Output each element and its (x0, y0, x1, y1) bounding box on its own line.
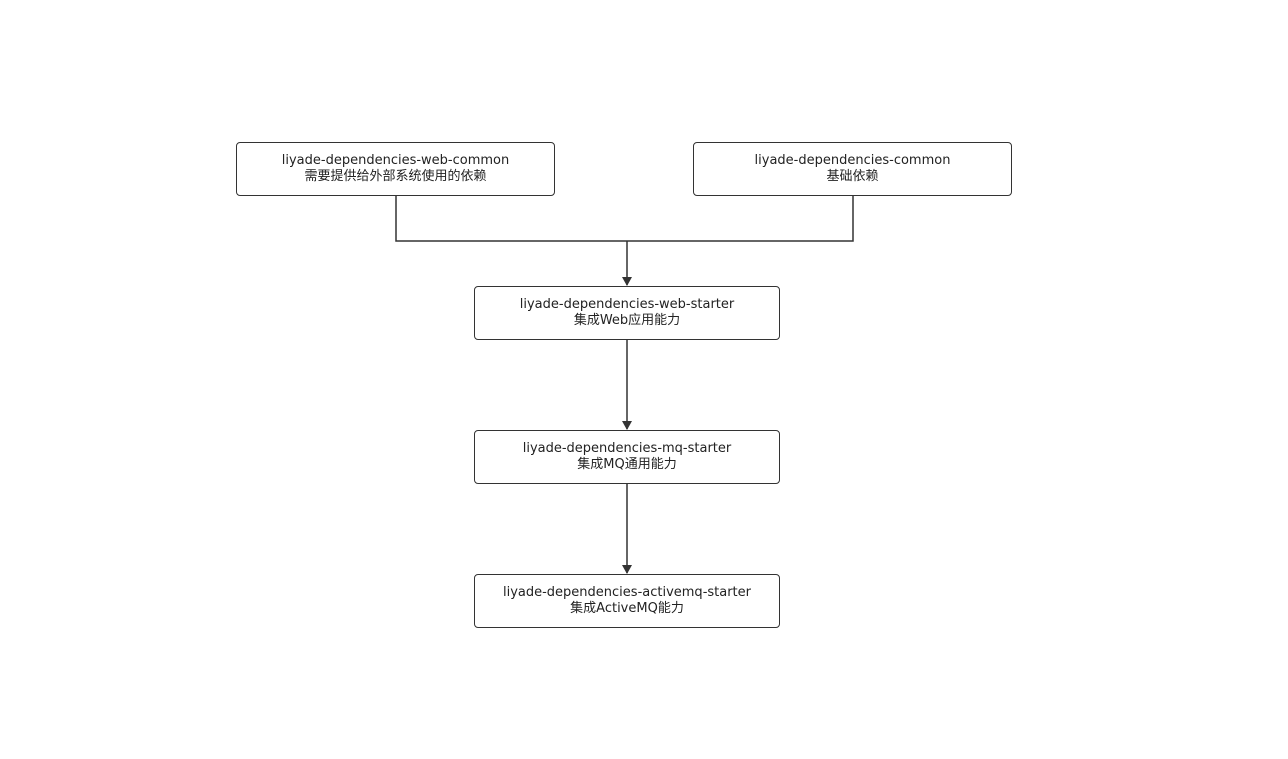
node-activemq-starter[interactable]: liyade-dependencies-activemq-starter 集成A… (474, 574, 780, 628)
node-title: liyade-dependencies-common (754, 153, 951, 168)
edge-web-common-to-merge (395, 196, 627, 242)
node-common[interactable]: liyade-dependencies-common 基础依赖 (693, 142, 1012, 196)
node-description: 集成Web应用能力 (573, 313, 681, 328)
node-mq-starter[interactable]: liyade-dependencies-mq-starter 集成MQ通用能力 (474, 430, 780, 484)
node-description: 基础依赖 (826, 169, 879, 184)
node-web-common[interactable]: liyade-dependencies-web-common 需要提供给外部系统… (236, 142, 555, 196)
node-web-starter[interactable]: liyade-dependencies-web-starter 集成Web应用能… (474, 286, 780, 340)
edge-common-to-merge (627, 196, 854, 242)
node-title: liyade-dependencies-mq-starter (522, 441, 732, 456)
node-title: liyade-dependencies-activemq-starter (502, 585, 751, 600)
node-description: 需要提供给外部系统使用的依赖 (304, 169, 487, 184)
node-title: liyade-dependencies-web-starter (519, 297, 735, 312)
node-description: 集成ActiveMQ能力 (570, 601, 684, 616)
node-description: 集成MQ通用能力 (577, 457, 677, 472)
node-title: liyade-dependencies-web-common (281, 153, 510, 168)
